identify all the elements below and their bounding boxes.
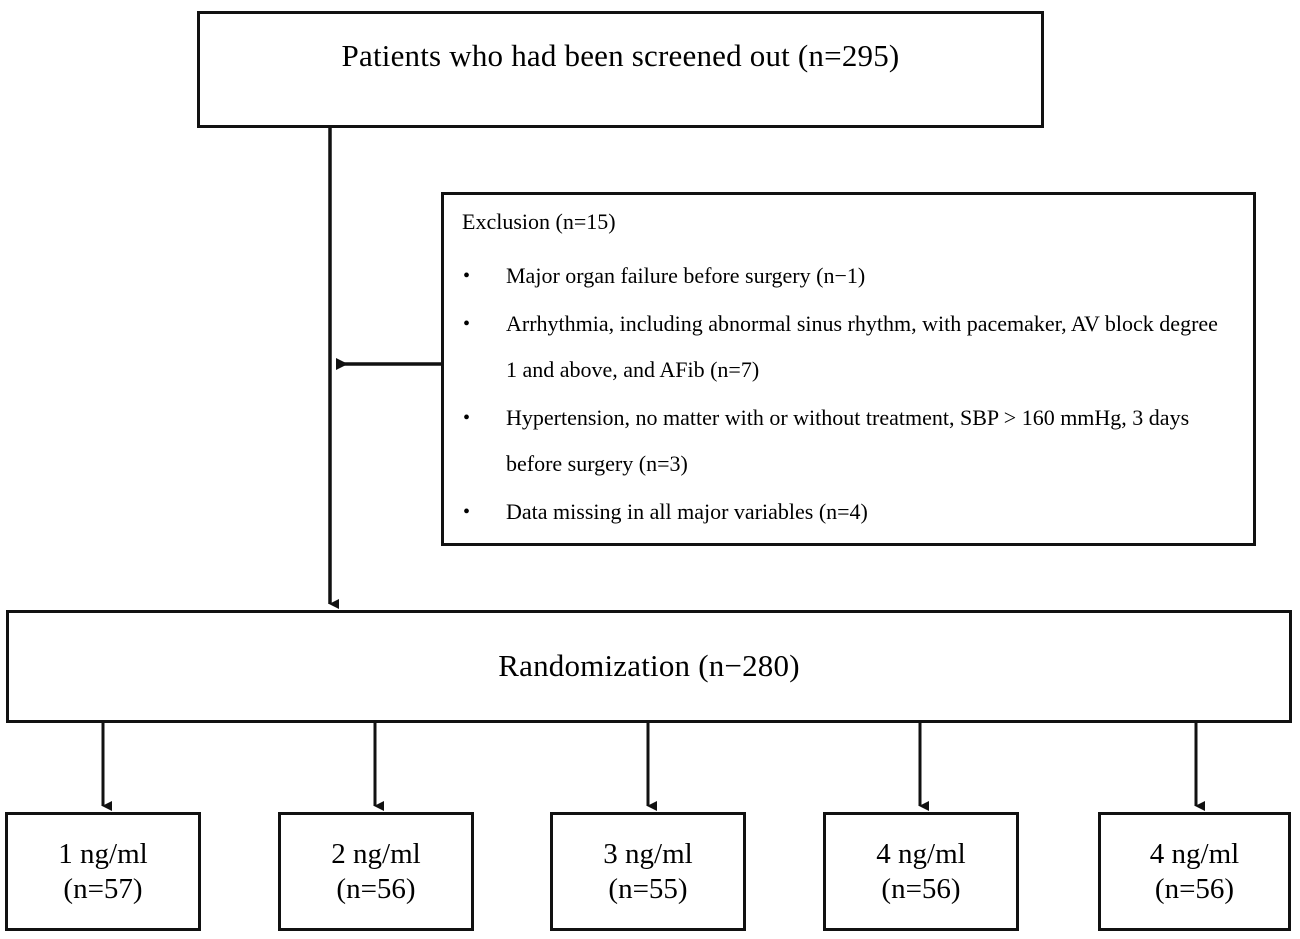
arm-dose-label: 4 ng/ml — [1149, 838, 1240, 871]
exclusion-reason-item: • Hypertension, no matter with or withou… — [444, 395, 1253, 487]
arm-count-label: (n=56) — [881, 872, 961, 905]
screened-out-label: Patients who had been screened out (n=29… — [341, 38, 900, 74]
bullet-icon: • — [463, 313, 471, 335]
exclusion-reason-item: • Data missing in all major variables (n… — [444, 489, 1253, 535]
exclusion-title: Exclusion (n=15) — [462, 209, 616, 234]
arm-dose-label: 3 ng/ml — [603, 838, 693, 871]
exclusion-reason-item: • Arrhythmia, including abnormal sinus r… — [444, 301, 1253, 393]
node-arm-4: 4 ng/ml (n=56) — [823, 812, 1019, 931]
node-arm-3: 3 ng/ml (n=55) — [550, 812, 746, 931]
node-randomization: Randomization (n−280) — [6, 610, 1292, 723]
arm-count-label: (n=55) — [608, 872, 688, 905]
exclusion-reason-list: • Major organ failure before surgery (n−… — [444, 253, 1253, 537]
exclusion-reason-text: Arrhythmia, including abnormal sinus rhy… — [506, 311, 1218, 382]
arm-count-label: (n=56) — [336, 872, 416, 905]
bullet-icon: • — [463, 407, 471, 429]
exclusion-reason-text: Hypertension, no matter with or without … — [506, 405, 1190, 476]
arm-dose-label: 4 ng/ml — [876, 838, 966, 871]
arm-dose-label: 2 ng/ml — [331, 838, 421, 871]
exclusion-reason-item: • Major organ failure before surgery (n−… — [444, 253, 1253, 299]
bullet-icon: • — [463, 501, 471, 523]
node-arm-5: 4 ng/ml (n=56) — [1098, 812, 1291, 931]
exclusion-reason-text: Major organ failure before surgery (n−1) — [506, 263, 866, 288]
bullet-icon: • — [463, 265, 471, 287]
exclusion-reason-text: Data missing in all major variables (n=4… — [506, 499, 868, 524]
node-arm-2: 2 ng/ml (n=56) — [278, 812, 474, 931]
randomization-label: Randomization (n−280) — [498, 648, 800, 684]
arm-dose-label: 1 ng/ml — [58, 838, 148, 871]
node-exclusion: Exclusion (n=15) • Major organ failure b… — [441, 192, 1256, 546]
node-arm-1: 1 ng/ml (n=57) — [5, 812, 201, 931]
arm-count-label: (n=56) — [1154, 872, 1235, 905]
node-screened-out: Patients who had been screened out (n=29… — [197, 11, 1044, 128]
arm-count-label: (n=57) — [63, 872, 143, 905]
